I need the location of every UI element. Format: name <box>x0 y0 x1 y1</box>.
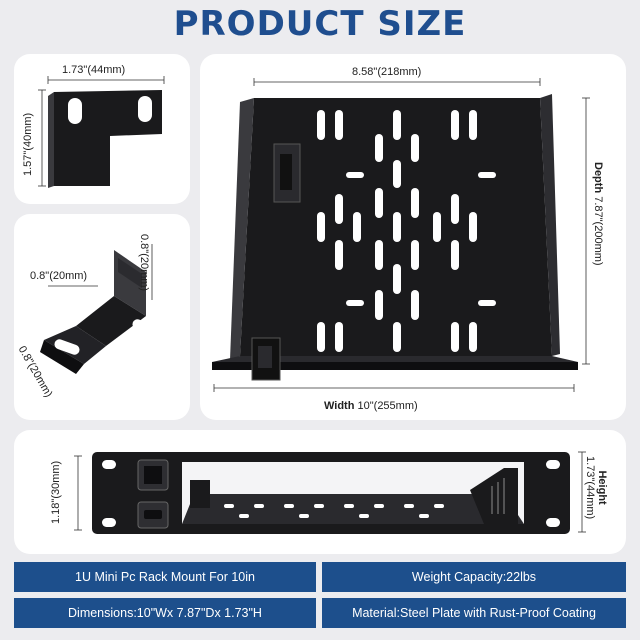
tray-depth-label: Depth 7.87"(200mm) <box>592 162 604 266</box>
front-view-illustration <box>74 451 586 534</box>
spec-bar-model: 1U Mini Pc Rack Mount For 10in <box>14 562 316 592</box>
spec-bar-dimensions: Dimensions:10"Wx 7.87"Dx 1.73"H <box>14 598 316 628</box>
tray-depth-value: 7.87"(200mm) <box>592 196 604 266</box>
bracket-angle-side-label: 0.8"(20mm) <box>138 234 150 292</box>
tray-panel: 8.58"(218mm) Depth 7.87"(200mm) Width 10… <box>200 54 626 420</box>
tray-width-prefix: Width <box>324 400 355 412</box>
spec-bar-weight: Weight Capacity:22lbs <box>322 562 626 592</box>
bracket-top-height-label: 1.57"(40mm) <box>22 112 34 176</box>
bracket-angle-panel: 0.8"(20mm) 0.8"(20mm) 0.8"(20mm) <box>14 214 190 420</box>
tray-width-value: 10"(255mm) <box>357 400 418 412</box>
tray-depth-prefix: Depth <box>592 162 604 194</box>
front-height-prefix: Height <box>596 470 608 505</box>
front-left-label: 1.18"(30mm) <box>50 460 62 524</box>
tray-illustration <box>212 78 590 392</box>
bracket-top-panel: 1.73"(44mm) 1.57"(40mm) <box>14 54 190 204</box>
bracket-top-width-label: 1.73"(44mm) <box>62 64 126 76</box>
front-height-value: 1.73"(44mm) <box>584 456 596 520</box>
bracket-angle-top-label: 0.8"(20mm) <box>30 270 88 282</box>
spec-bar-material: Material:Steel Plate with Rust-Proof Coa… <box>322 598 626 628</box>
tray-width-label: Width 10"(255mm) <box>324 400 418 412</box>
tray-top-label: 8.58"(218mm) <box>352 66 422 78</box>
front-height-label: Height 1.73"(44mm) <box>584 456 608 519</box>
bracket-angle-illustration <box>40 244 158 374</box>
page-title: PRODUCT SIZE <box>173 4 467 44</box>
bracket-top-illustration <box>38 76 165 188</box>
front-view-panel: 1.18"(30mm) Height 1.73"(44mm) <box>14 430 626 554</box>
